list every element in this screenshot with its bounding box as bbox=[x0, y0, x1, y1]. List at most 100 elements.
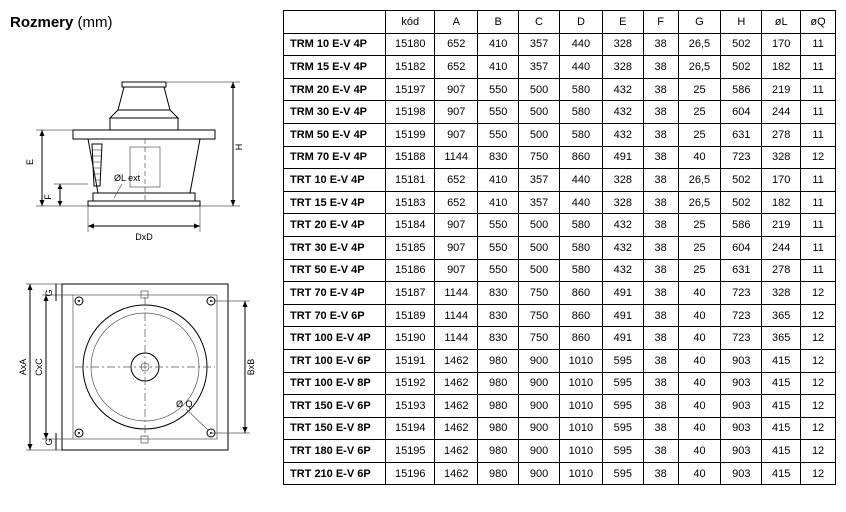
column-header: H bbox=[720, 10, 763, 34]
value-cell: 580 bbox=[558, 213, 603, 237]
value-cell: 38 bbox=[642, 281, 679, 305]
model-cell: TRT 30 E-V 4P bbox=[282, 235, 387, 260]
value-cell: 15194 bbox=[385, 416, 436, 441]
value-cell: 15186 bbox=[385, 258, 436, 283]
value-cell: 12 bbox=[800, 326, 836, 350]
value-cell: 15192 bbox=[385, 371, 436, 396]
value-cell: 980 bbox=[477, 348, 520, 373]
value-cell: 440 bbox=[558, 32, 603, 57]
value-cell: 40 bbox=[677, 303, 722, 328]
value-cell: 500 bbox=[518, 258, 560, 283]
value-cell: 1144 bbox=[434, 145, 479, 170]
value-cell: 38 bbox=[642, 168, 679, 192]
value-cell: 15182 bbox=[385, 55, 436, 79]
value-cell: 502 bbox=[720, 55, 763, 79]
value-cell: 903 bbox=[720, 348, 763, 373]
value-cell: 38 bbox=[642, 303, 679, 328]
value-cell: 15184 bbox=[385, 213, 436, 237]
value-cell: 415 bbox=[761, 439, 802, 463]
dim-e: E bbox=[25, 129, 88, 207]
value-cell: 500 bbox=[518, 235, 560, 260]
side-view-drawing: ØL ext H E F bbox=[18, 72, 268, 272]
value-cell: 1462 bbox=[434, 348, 479, 373]
column-header: øL bbox=[761, 10, 802, 34]
value-cell: 907 bbox=[434, 100, 479, 124]
value-cell: 26,5 bbox=[677, 168, 722, 192]
model-cell: TRM 70 E-V 4P bbox=[282, 145, 387, 170]
model-cell: TRT 70 E-V 4P bbox=[282, 281, 387, 305]
page-title-bold: Rozmery bbox=[10, 14, 74, 31]
value-cell: 860 bbox=[558, 326, 603, 350]
value-cell: 38 bbox=[642, 235, 679, 260]
value-cell: 652 bbox=[434, 32, 479, 57]
value-cell: 580 bbox=[558, 122, 603, 147]
value-cell: 652 bbox=[434, 168, 479, 192]
value-cell: 357 bbox=[518, 190, 560, 215]
value-cell: 410 bbox=[477, 190, 520, 215]
value-cell: 491 bbox=[601, 281, 644, 305]
value-cell: 40 bbox=[677, 371, 722, 396]
value-cell: 328 bbox=[761, 145, 802, 170]
bolt-holes bbox=[74, 290, 216, 444]
model-cell: TRT 150 E-V 6P bbox=[282, 394, 387, 418]
value-cell: 182 bbox=[761, 55, 802, 79]
value-cell: 278 bbox=[761, 258, 802, 283]
value-cell: 580 bbox=[558, 100, 603, 124]
value-cell: 907 bbox=[434, 213, 479, 237]
model-cell: TRT 70 E-V 6P bbox=[282, 303, 387, 328]
value-cell: 595 bbox=[601, 416, 644, 441]
value-cell: 12 bbox=[800, 303, 836, 328]
value-cell: 502 bbox=[720, 32, 763, 57]
value-cell: 900 bbox=[518, 439, 560, 463]
value-cell: 580 bbox=[558, 77, 603, 102]
inner-square-outline bbox=[72, 294, 218, 440]
value-cell: 219 bbox=[761, 77, 802, 102]
value-cell: 365 bbox=[761, 326, 802, 350]
value-cell: 11 bbox=[800, 235, 836, 260]
value-cell: 15188 bbox=[385, 145, 436, 170]
value-cell: 38 bbox=[642, 122, 679, 147]
value-cell: 900 bbox=[518, 416, 560, 441]
model-cell: TRT 100 E-V 8P bbox=[282, 371, 387, 396]
value-cell: 900 bbox=[518, 461, 560, 486]
value-cell: 15198 bbox=[385, 100, 436, 124]
value-cell: 26,5 bbox=[677, 190, 722, 215]
value-cell: 900 bbox=[518, 348, 560, 373]
value-cell: 182 bbox=[761, 190, 802, 215]
value-cell: 595 bbox=[601, 439, 644, 463]
value-cell: 550 bbox=[477, 122, 520, 147]
value-cell: 328 bbox=[761, 281, 802, 305]
value-cell: 907 bbox=[434, 77, 479, 102]
value-cell: 432 bbox=[601, 77, 644, 102]
value-cell: 860 bbox=[558, 303, 603, 328]
value-cell: 830 bbox=[477, 303, 520, 328]
value-cell: 15191 bbox=[385, 348, 436, 373]
value-cell: 40 bbox=[677, 461, 722, 486]
value-cell: 15181 bbox=[385, 168, 436, 192]
value-cell: 219 bbox=[761, 213, 802, 237]
value-cell: 357 bbox=[518, 168, 560, 192]
value-cell: 38 bbox=[642, 213, 679, 237]
dim-axa-label: AxA bbox=[18, 359, 28, 376]
model-cell: TRT 180 E-V 6P bbox=[282, 439, 387, 463]
value-cell: 652 bbox=[434, 55, 479, 79]
value-cell: 26,5 bbox=[677, 55, 722, 79]
value-cell: 1010 bbox=[558, 461, 603, 486]
value-cell: 25 bbox=[677, 77, 722, 102]
value-cell: 26,5 bbox=[677, 32, 722, 57]
top-view-svg: Ø Q AxA CxC G bbox=[18, 283, 256, 451]
value-cell: 38 bbox=[642, 190, 679, 215]
model-cell: TRT 100 E-V 6P bbox=[282, 348, 387, 373]
value-cell: 586 bbox=[720, 213, 763, 237]
value-cell: 907 bbox=[434, 258, 479, 283]
column-header: B bbox=[477, 10, 520, 34]
value-cell: 1010 bbox=[558, 371, 603, 396]
fan-cap-shape bbox=[108, 81, 180, 130]
fan-circles bbox=[75, 297, 215, 437]
